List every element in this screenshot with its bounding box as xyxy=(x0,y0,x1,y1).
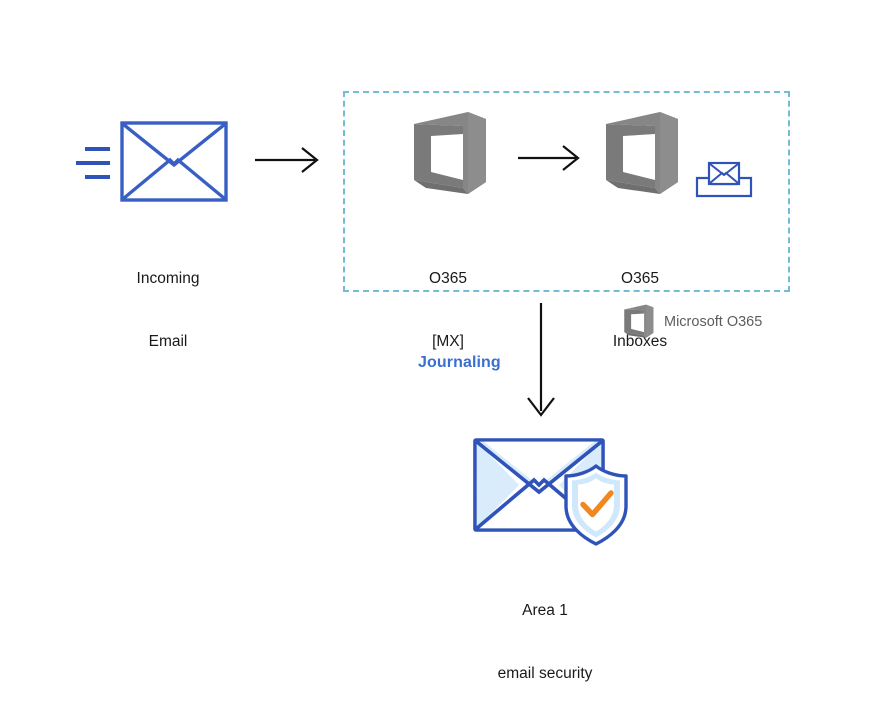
connector-mx-to-inboxes xyxy=(518,143,586,173)
office-365-logo-icon xyxy=(624,304,654,338)
arrow-down-icon xyxy=(527,303,555,417)
node-o365-mx[interactable] xyxy=(406,110,490,200)
node-incoming-email[interactable] xyxy=(70,118,230,213)
caption-o365-mx: O365 [MX] xyxy=(378,226,518,394)
caption-line-2: Email xyxy=(148,333,188,350)
caption-line-2: Inboxes xyxy=(612,333,668,350)
caption-area1-email-security: Area 1 email security xyxy=(475,558,615,726)
office-365-logo-icon xyxy=(414,112,486,194)
motion-lines-icon xyxy=(76,147,110,179)
connector-inboxes-to-area1 xyxy=(520,303,564,421)
caption-line-1: Incoming xyxy=(136,270,200,287)
caption-line-1: O365 xyxy=(429,270,467,287)
caption-line-1: O365 xyxy=(621,270,659,287)
o365-zone-boundary xyxy=(343,91,790,292)
shield-check-icon xyxy=(564,464,628,546)
arrow-right-icon xyxy=(255,147,319,173)
arrow-right-icon xyxy=(518,145,580,171)
inbox-tray-envelope-icon xyxy=(695,161,753,198)
caption-incoming-email: Incoming Email xyxy=(98,226,238,394)
caption-o365-inboxes: O365 Inboxes xyxy=(570,226,710,394)
node-area1-email-security[interactable] xyxy=(470,434,630,549)
office-365-logo-icon xyxy=(606,112,678,194)
caption-line-1: Area 1 xyxy=(522,602,568,619)
incoming-email-group xyxy=(76,121,228,202)
envelope-with-shield-icon xyxy=(473,438,628,546)
connector-label-journaling: Journaling xyxy=(418,354,501,371)
caption-line-2: email security xyxy=(497,665,593,682)
legend-microsoft-o365: Microsoft O365 xyxy=(621,303,762,341)
diagram-canvas: Incoming Email O365 [MX] xyxy=(70,91,790,682)
caption-line-2: [MX] xyxy=(432,333,464,350)
legend-label: Microsoft O365 xyxy=(664,314,763,330)
node-inbox-tray[interactable] xyxy=(694,158,754,202)
envelope-icon xyxy=(120,121,228,202)
connector-incoming-to-mx xyxy=(255,145,323,175)
node-o365-inboxes[interactable] xyxy=(598,110,682,200)
